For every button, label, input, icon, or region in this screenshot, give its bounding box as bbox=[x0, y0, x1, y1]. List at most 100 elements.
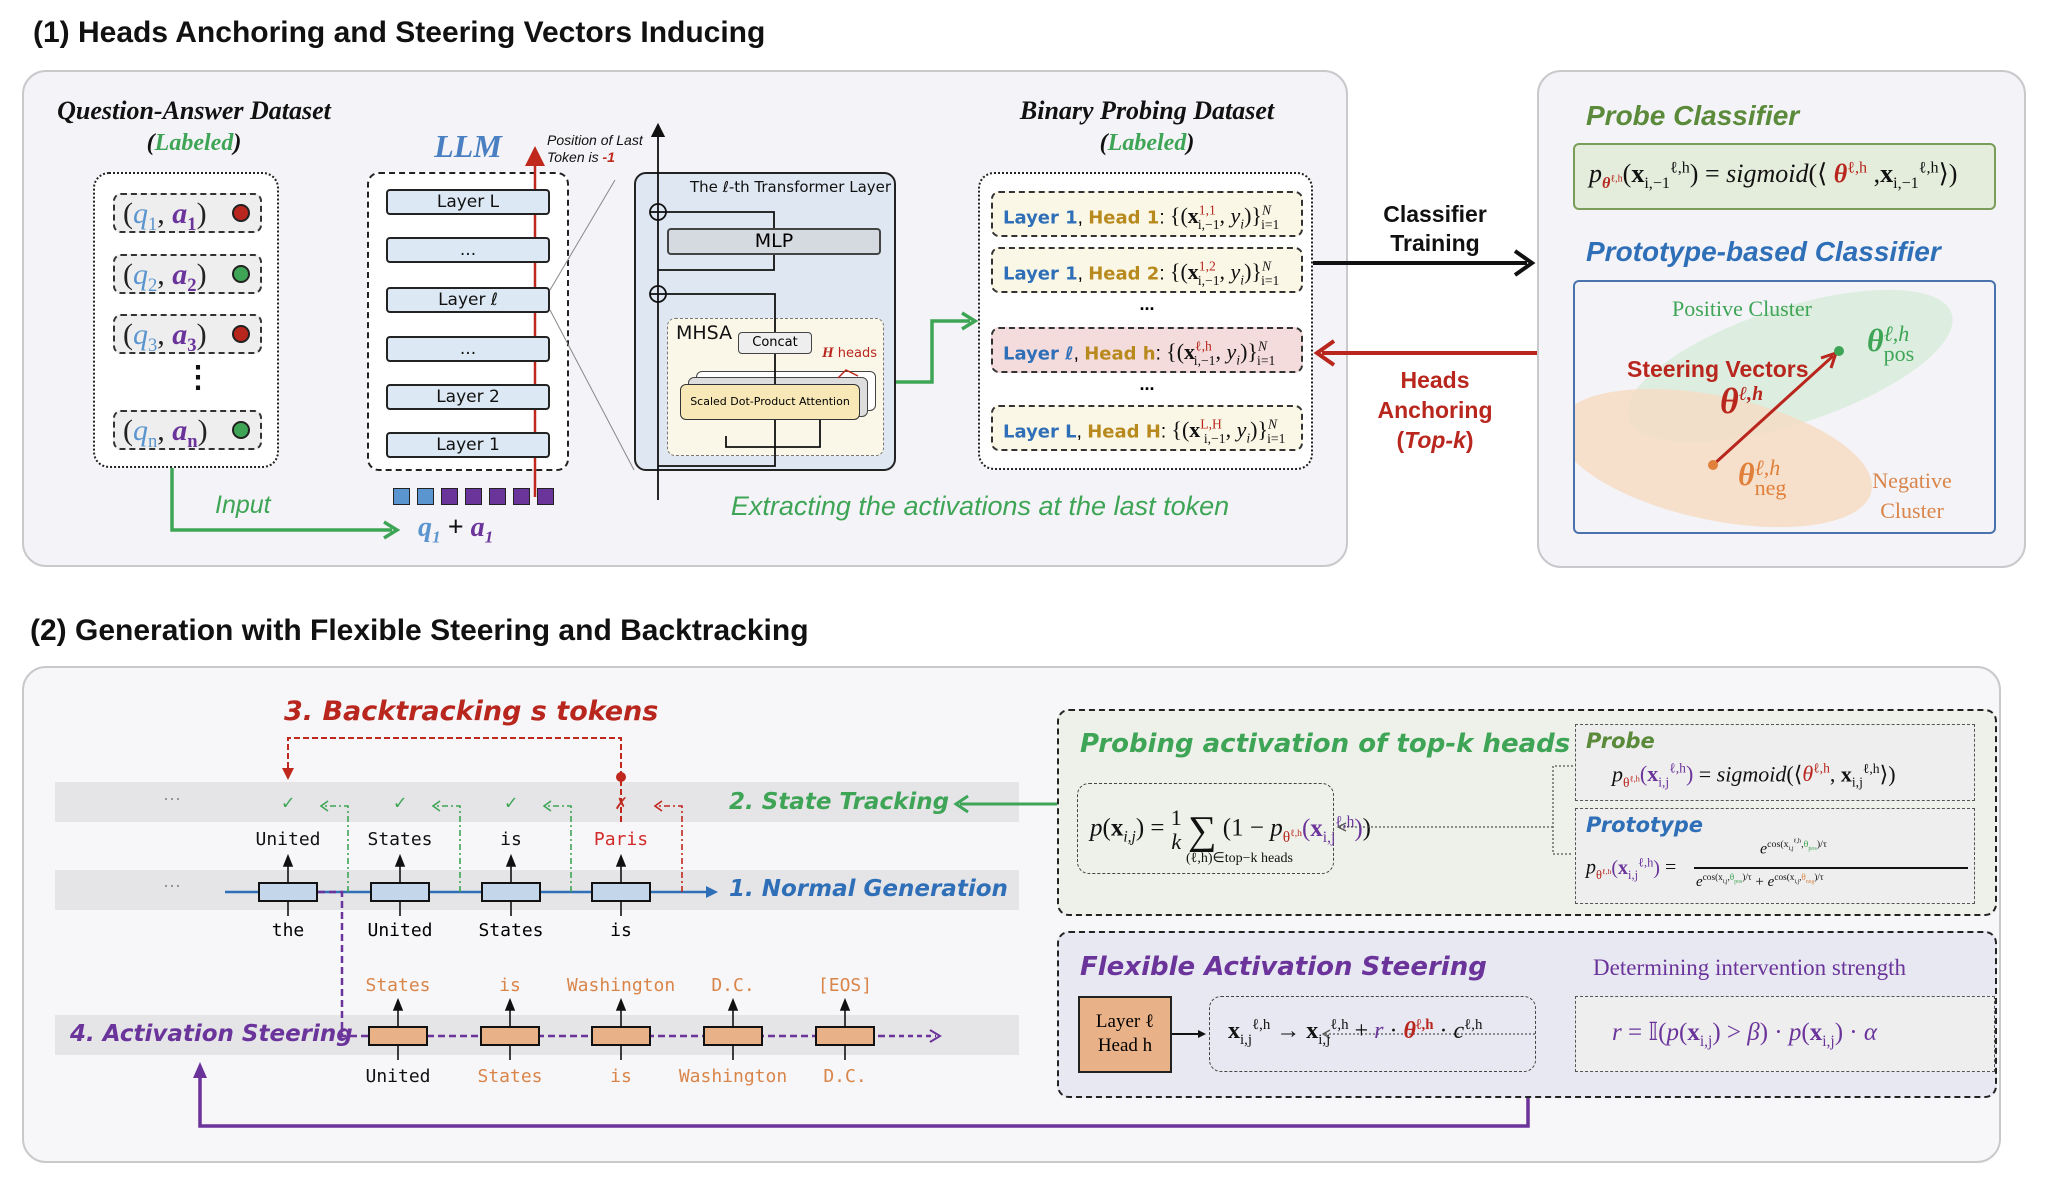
concat-block: Concat bbox=[738, 332, 812, 354]
backtracking-origin-dot bbox=[616, 772, 626, 782]
activation-steering-label: 4. Activation Steering bbox=[70, 1021, 353, 1047]
steer-output-word: is bbox=[499, 975, 521, 996]
flexible-steering-title: Flexible Activation Steering bbox=[1080, 952, 1487, 982]
normal-input-word: United bbox=[367, 920, 433, 941]
normal-input-word: the bbox=[271, 920, 305, 941]
probing-item: Layer 1, Head 2: {(x1,2i,−1, yi)}Ni=1 bbox=[991, 247, 1303, 293]
steering-formula: xi,jℓ,h → xi,jℓ,h + r · θℓ,h · cℓ,h bbox=[1228, 1017, 1483, 1048]
zoom-line-top bbox=[549, 179, 616, 291]
input-token-square bbox=[513, 488, 530, 505]
state-mark: ✓ bbox=[281, 790, 295, 814]
normal-output-word: Paris bbox=[593, 829, 649, 850]
normal-output-word: United bbox=[255, 829, 321, 850]
normal-token-box bbox=[591, 882, 651, 902]
steer-input-word: Washington bbox=[678, 1066, 788, 1087]
probe-formula: pθℓ,h(xi,−1ℓ,h) = sigmoid(⟨ θℓ,h ,xi,−1ℓ… bbox=[1589, 159, 1958, 193]
theta-label: θℓ,h bbox=[1720, 381, 1764, 421]
backtracking-label: 3. Backtracking s tokens bbox=[284, 696, 659, 727]
qa-labeled-tag: (Labeled) bbox=[146, 130, 242, 156]
steer-input-word: is bbox=[610, 1066, 632, 1087]
normal-token-box bbox=[481, 882, 541, 902]
normal-input-word: is bbox=[610, 920, 632, 941]
layer-head-block: Layer ℓ Head h bbox=[1078, 996, 1172, 1073]
section1-title: (1) Heads Anchoring and Steering Vectors… bbox=[33, 16, 766, 49]
theta-neg-point bbox=[1708, 460, 1718, 470]
extract-arrow-head bbox=[961, 311, 979, 331]
llm-layer: Layer L bbox=[386, 189, 550, 215]
prototype-mini-lhs: pθℓ,h(xi,jℓ,h) = bbox=[1586, 855, 1677, 882]
normal-ellipsis: ··· bbox=[163, 875, 181, 895]
intervention-strength-title: Determining intervention strength bbox=[1593, 955, 1906, 980]
steering-feedback-line bbox=[198, 1068, 1530, 1128]
normal-output-word: States bbox=[367, 829, 433, 850]
positive-cluster-label: Positive Cluster bbox=[1672, 296, 1812, 321]
llm-layer: Layer ℓ bbox=[386, 287, 550, 313]
qa-item: (q1, a1) bbox=[113, 193, 262, 235]
probing-ellipsis-1: ... bbox=[1139, 294, 1155, 314]
input-arrow-line bbox=[170, 468, 392, 532]
input-token-square bbox=[537, 488, 554, 505]
qa-ellipsis: ⋮ bbox=[183, 361, 213, 394]
llm-layer: ... bbox=[386, 237, 550, 263]
heads-anchoring-label: Heads Anchoring (Top-k) bbox=[1377, 367, 1493, 453]
section2-title: (2) Generation with Flexible Steering an… bbox=[30, 614, 809, 647]
probe-mini-box: Probe pθℓ,h(xi,jℓ,h) = sigmoid(⟨θℓ,h, xi… bbox=[1575, 724, 1975, 801]
probe-mini-title: Probe bbox=[1586, 729, 1655, 753]
qa-pair-text: (q2, a2) bbox=[123, 258, 207, 296]
probing-topk-title: Probing activation of top-k heads bbox=[1080, 729, 1571, 759]
steer-output-word: States bbox=[365, 975, 431, 996]
negative-cluster-ellipse bbox=[1575, 388, 1873, 528]
steer-token-box bbox=[815, 1026, 875, 1046]
qa-item: (qn, an) bbox=[113, 410, 262, 452]
steer-output-word: D.C. bbox=[711, 975, 755, 996]
heads-anchoring-arrow-head bbox=[1313, 339, 1336, 367]
prototype-mini-denominator: ecos(xi,j,θpos)/τ + ecos(xi,j,θneg)/τ bbox=[1696, 873, 1824, 890]
normal-token-box bbox=[370, 882, 430, 902]
heads-bracket bbox=[837, 369, 859, 379]
steering-vectors-label: Steering Vectors bbox=[1627, 356, 1809, 382]
prototype-fraction-bar bbox=[1694, 867, 1968, 869]
input-token-square bbox=[393, 488, 410, 505]
position-note: Position of Last Token is -1 bbox=[547, 132, 643, 165]
theta-pos-point bbox=[1834, 346, 1844, 356]
mlp-block: MLP bbox=[667, 228, 881, 255]
steer-input-word: United bbox=[365, 1066, 431, 1087]
normal-generation-label: 1. Normal Generation bbox=[729, 876, 1008, 902]
prototype-mini-numerator: ecos(xi,jℓ,h,θpos)/τ bbox=[1760, 839, 1827, 858]
steering-vector-arrow bbox=[1711, 354, 1835, 467]
input-label: Input bbox=[215, 491, 271, 519]
steer-token-box bbox=[368, 1026, 428, 1046]
llm-layer: ... bbox=[386, 336, 550, 362]
probe-formula-box: pθℓ,h(xi,−1ℓ,h) = sigmoid(⟨ θℓ,h ,xi,−1ℓ… bbox=[1573, 143, 1996, 210]
strength-formula: r = 𝕀(p(xi,j) > β) · p(xi,j) · α bbox=[1612, 1019, 1877, 1050]
input-token-square bbox=[465, 488, 482, 505]
state-mark: ✓ bbox=[393, 790, 407, 814]
normal-token-box bbox=[258, 882, 318, 902]
state-mark: ✗ bbox=[614, 790, 628, 814]
probing-item: Layer ℓ, Head h: {(xℓ,hi,−1, yi)}Ni=1 bbox=[991, 327, 1303, 373]
mhsa-label: MHSA bbox=[676, 322, 733, 344]
input-token-square bbox=[417, 488, 434, 505]
prototype-classifier-title: Prototype-based Classifier bbox=[1586, 236, 1941, 267]
state-tracking-band bbox=[55, 782, 1019, 822]
strength-formula-box: r = 𝕀(p(xi,j) > β) · p(xi,j) · α bbox=[1575, 996, 1995, 1072]
steer-input-word: D.C. bbox=[823, 1066, 867, 1087]
aggregate-sum-subscript: (ℓ,h)∈top−k heads bbox=[1186, 851, 1293, 866]
input-expression: q1 + a1 bbox=[418, 512, 494, 547]
probe-classifier-title: Probe Classifier bbox=[1586, 100, 1800, 131]
qa-pair-text: (q3, a3) bbox=[123, 318, 207, 356]
zoom-line-bottom bbox=[549, 309, 635, 471]
prototype-mini-title: Prototype bbox=[1586, 813, 1703, 837]
transformer-title: The ℓ-th Transformer Layer bbox=[690, 178, 892, 196]
label-dot-icon bbox=[232, 265, 250, 283]
state-ellipsis: ··· bbox=[163, 788, 181, 808]
qa-dataset-title: Question-Answer Dataset bbox=[57, 96, 331, 125]
probing-item: Layer L, Head H: {(xL,Hi,−1, yi)}Ni=1 bbox=[991, 405, 1303, 451]
probing-ellipsis-2: ... bbox=[1139, 374, 1155, 394]
qa-pair-text: (q1, a1) bbox=[123, 197, 207, 235]
